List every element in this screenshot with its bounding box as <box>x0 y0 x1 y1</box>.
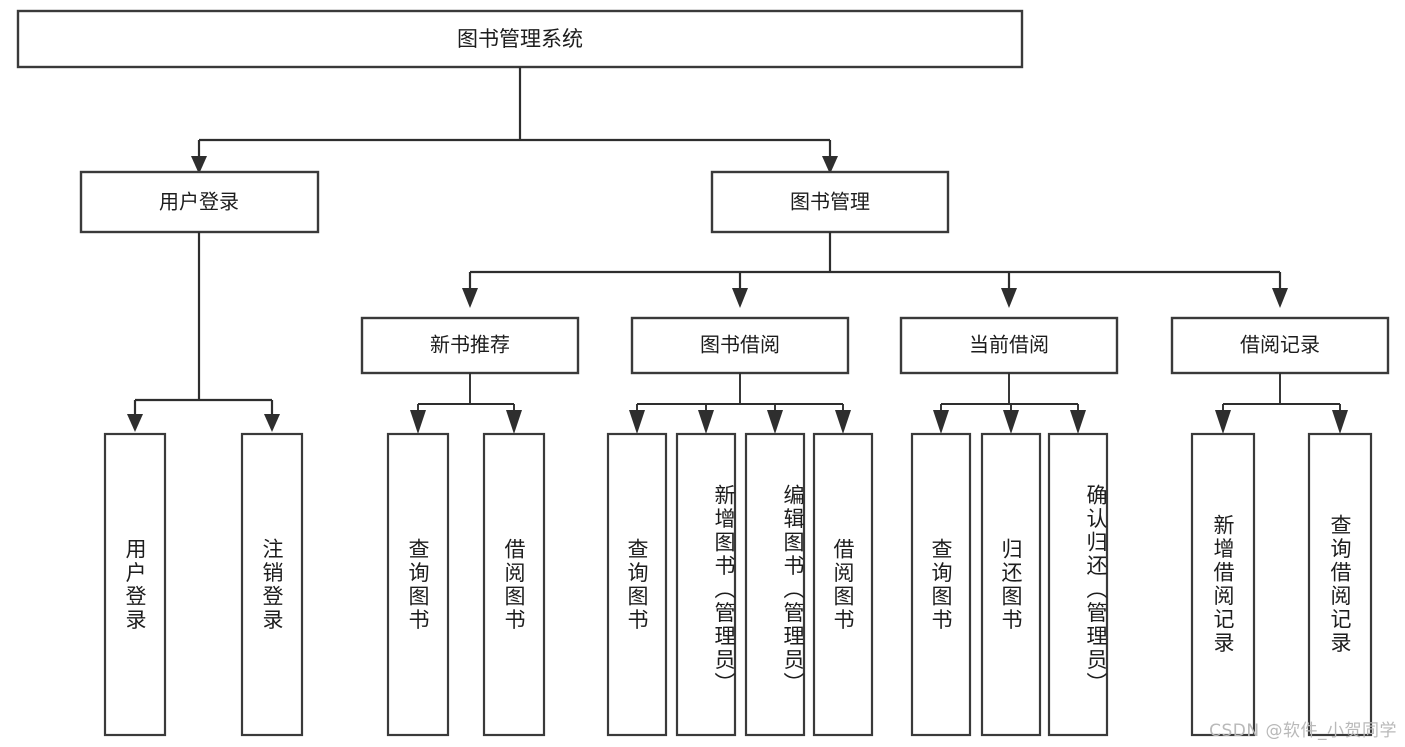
arrow-down-icon <box>822 156 838 174</box>
arrow-down-icon <box>1003 410 1019 434</box>
arrow-down-icon <box>698 410 714 434</box>
root-label: 图书管理系统 <box>457 27 583 51</box>
leaf-box-new-book-rec-1[interactable] <box>482 432 546 737</box>
arrow-down-icon <box>127 414 143 432</box>
level3-label-1: 图书借阅 <box>700 333 780 357</box>
level3-box-0[interactable] <box>360 316 580 375</box>
connector-borrowrecord-to-leaves <box>1215 373 1348 434</box>
level2-box-1[interactable] <box>710 170 950 234</box>
arrow-down-icon <box>462 288 478 308</box>
connector-userlogin-to-leaves <box>127 232 280 432</box>
leaf-box-borrow-record-0[interactable] <box>1190 432 1256 737</box>
leaf-box-current-borrow-1[interactable] <box>980 432 1042 737</box>
connector-bookmgmt-to-level3 <box>462 232 1288 308</box>
arrow-down-icon <box>629 410 645 434</box>
node-new-book-recommend[interactable]: 新书推荐 <box>360 316 580 375</box>
leaf-box-book-borrow-3[interactable] <box>812 432 874 737</box>
connector-newbook-to-leaves <box>410 373 522 434</box>
arrow-down-icon <box>1332 410 1348 434</box>
leaf-box-current-borrow-2[interactable] <box>1047 432 1109 737</box>
root-box[interactable] <box>16 9 1024 69</box>
node-book-borrow[interactable]: 图书借阅 <box>630 316 850 375</box>
arrow-down-icon <box>410 410 426 434</box>
level3-label-2: 当前借阅 <box>969 333 1049 357</box>
level2-box-0[interactable] <box>79 170 320 234</box>
arrow-down-icon <box>1001 288 1017 308</box>
level3-label-0: 新书推荐 <box>430 333 510 357</box>
arrow-down-icon <box>506 410 522 434</box>
arrow-down-icon <box>732 288 748 308</box>
leaf-box-borrow-record-1[interactable] <box>1307 432 1373 737</box>
level3-label-3: 借阅记录 <box>1240 333 1320 357</box>
leaf-box-new-book-rec-0[interactable] <box>386 432 450 737</box>
node-user-login[interactable]: 用户登录 <box>79 170 320 234</box>
leaf-box-book-borrow-1[interactable] <box>675 432 737 737</box>
level3-box-2[interactable] <box>899 316 1119 375</box>
arrow-down-icon <box>933 410 949 434</box>
node-borrow-record[interactable]: 借阅记录 <box>1170 316 1390 375</box>
leaf-box-book-borrow-0[interactable] <box>606 432 668 737</box>
node-root[interactable]: 图书管理系统 <box>16 9 1024 69</box>
arrow-down-icon <box>835 410 851 434</box>
leaf-box-current-borrow-0[interactable] <box>910 432 972 737</box>
leaf-box-user-login-0[interactable] <box>103 432 167 737</box>
arrow-down-icon <box>1215 410 1231 434</box>
level3-box-3[interactable] <box>1170 316 1390 375</box>
arrow-down-icon <box>264 414 280 432</box>
node-current-borrow[interactable]: 当前借阅 <box>899 316 1119 375</box>
level3-box-1[interactable] <box>630 316 850 375</box>
connector-root-to-level2 <box>191 67 838 174</box>
leaf-box-book-borrow-2[interactable] <box>744 432 806 737</box>
arrow-down-icon <box>1272 288 1288 308</box>
connector-currentborrow-to-leaves <box>933 373 1086 434</box>
arrow-down-icon <box>1070 410 1086 434</box>
node-book-management[interactable]: 图书管理 <box>710 170 950 234</box>
level2-label-1: 图书管理 <box>790 190 870 214</box>
leaf-box-user-login-1[interactable] <box>240 432 304 737</box>
csdn-watermark: CSDN @软件_小贺同学 <box>1209 721 1397 741</box>
connector-bookborrow-to-leaves <box>629 373 851 434</box>
level2-label-0: 用户登录 <box>159 190 239 214</box>
arrow-down-icon <box>191 156 207 174</box>
arrow-down-icon <box>767 410 783 434</box>
